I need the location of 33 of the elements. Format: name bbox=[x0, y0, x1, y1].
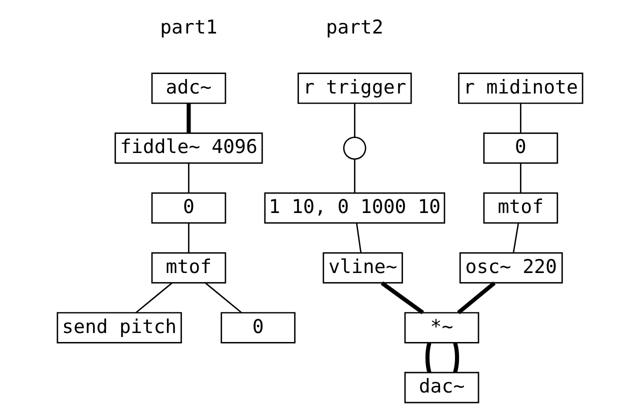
node-box: fiddle~ 4096 bbox=[114, 132, 263, 164]
connector bbox=[354, 159, 356, 193]
node-box: 0 bbox=[483, 132, 558, 164]
node-box: *~ bbox=[404, 312, 480, 344]
node-circle bbox=[343, 136, 366, 160]
node-box: vline~ bbox=[322, 252, 403, 284]
node-box: send pitch bbox=[56, 312, 182, 344]
node-box: 1 10, 0 1000 10 bbox=[264, 192, 446, 224]
connector bbox=[512, 223, 520, 253]
node-box: r trigger bbox=[298, 72, 412, 104]
connector bbox=[520, 103, 522, 134]
node-box: mtof bbox=[151, 252, 226, 284]
node-box: 0 bbox=[220, 312, 296, 344]
connector bbox=[380, 281, 424, 314]
node-box: 0 bbox=[151, 192, 226, 224]
label: part2 bbox=[326, 16, 384, 38]
connector bbox=[136, 282, 172, 314]
connector bbox=[457, 281, 496, 314]
label: part1 bbox=[160, 16, 218, 38]
node-box: mtof bbox=[483, 192, 558, 224]
connector bbox=[188, 223, 190, 253]
connector bbox=[520, 163, 522, 193]
node-box: r midinote bbox=[458, 72, 584, 104]
connector bbox=[356, 223, 362, 253]
connector bbox=[453, 342, 460, 374]
connector bbox=[354, 103, 356, 138]
connector bbox=[186, 103, 191, 134]
connector bbox=[188, 163, 190, 193]
connector bbox=[425, 342, 432, 373]
node-box: osc~ 220 bbox=[459, 252, 563, 284]
node-box: dac~ bbox=[404, 372, 480, 404]
connector bbox=[205, 282, 242, 314]
node-box: adc~ bbox=[151, 72, 226, 104]
